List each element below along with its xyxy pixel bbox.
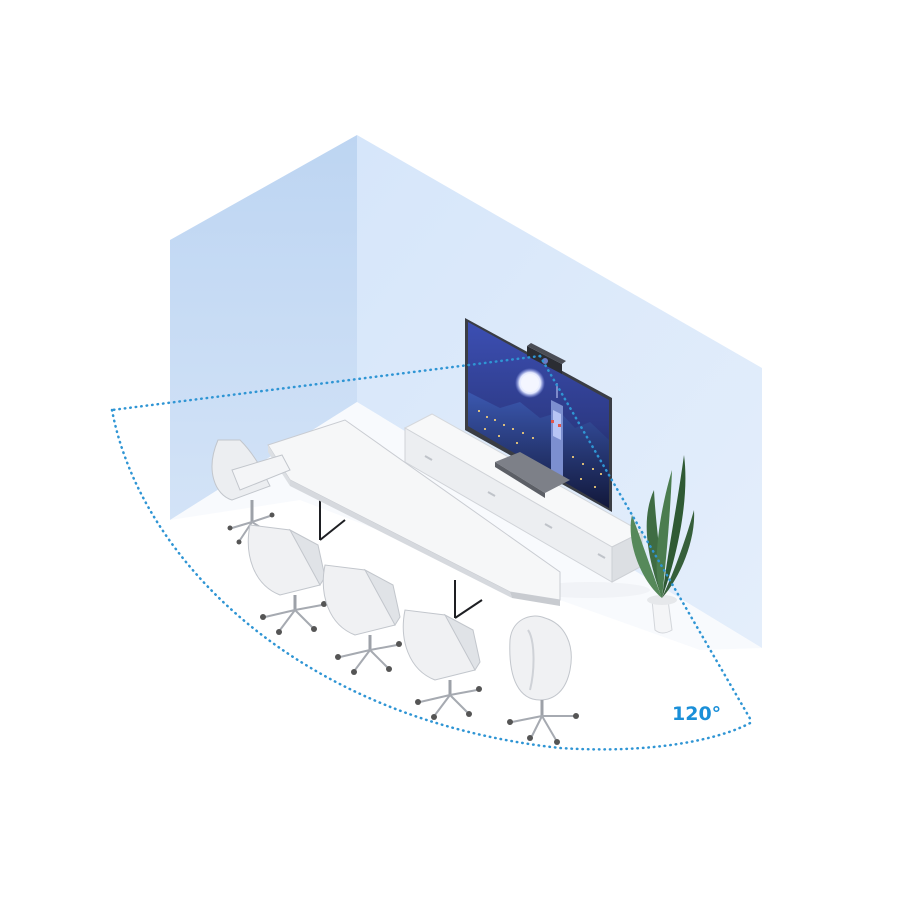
chair-1 xyxy=(247,524,327,635)
chairs xyxy=(211,439,579,745)
fov-arc xyxy=(110,354,754,751)
chair-3 xyxy=(402,609,482,720)
tv-stand xyxy=(495,452,570,493)
fov-arc-curve xyxy=(110,408,754,751)
left-wall xyxy=(170,135,357,520)
wall-tv xyxy=(465,318,612,512)
fov-ray-right xyxy=(538,354,754,724)
fov-angle-label: 120° xyxy=(672,703,721,725)
conference-camera xyxy=(527,343,566,374)
chair-head xyxy=(211,439,291,545)
tv-city xyxy=(468,392,609,508)
city-lights xyxy=(478,410,602,488)
chair-end xyxy=(507,615,579,745)
chair-2 xyxy=(322,564,402,675)
fov-ray-left xyxy=(110,354,542,412)
conference-table xyxy=(267,419,561,619)
